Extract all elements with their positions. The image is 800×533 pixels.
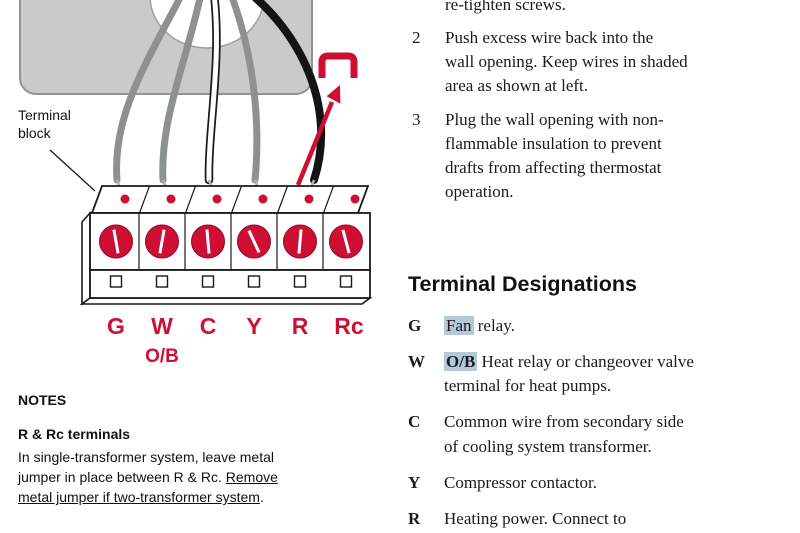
notes-line2: jumper in place between R & Rc. xyxy=(18,469,226,486)
designation-row-r: R Heating power. Connect to xyxy=(408,507,793,531)
wire-gray-1 xyxy=(113,0,183,184)
terminal-screw xyxy=(329,224,363,259)
terminal-block-callout: Terminal block xyxy=(18,106,71,142)
terminal-block-top-face xyxy=(90,185,370,214)
terminal-block-leader-line xyxy=(49,149,96,192)
terminal-block-callout-line2: block xyxy=(18,125,51,142)
terminal-screws xyxy=(99,224,363,259)
terminal-designations-list: G Fan relay. W O/B Heat relay or changeove… xyxy=(408,314,793,533)
designation-row-y: Y Compressor contactor. xyxy=(408,471,793,495)
designation-key: G xyxy=(408,316,422,335)
terminal-letter-r: R xyxy=(292,313,309,339)
designation-row-g: G Fan relay. xyxy=(408,314,793,338)
terminal-letter-c: C xyxy=(200,313,217,339)
notes-heading: NOTES xyxy=(18,392,67,408)
terminal-slot-square xyxy=(293,275,307,288)
terminal-screw xyxy=(283,224,317,259)
terminal-slot-square xyxy=(247,275,261,288)
terminal-hole-dots xyxy=(120,194,360,204)
terminal-screw xyxy=(237,224,271,259)
notes-period: . xyxy=(259,489,264,506)
terminal-letters: G W C Y R Rc O/B xyxy=(107,313,364,367)
highlighted-term: O/B xyxy=(444,352,478,372)
designation-text: Compressor contactor. xyxy=(444,471,597,495)
notes-paragraph: In single-transformer system, leave meta… xyxy=(18,447,358,507)
wire-clip-icon xyxy=(318,52,358,78)
terminal-hole-dot xyxy=(350,194,360,204)
wire-black xyxy=(251,0,326,184)
designation-text: Heating power. Connect to xyxy=(444,507,626,531)
terminal-hole-dot xyxy=(120,194,130,204)
terminal-hole-dot xyxy=(212,194,222,204)
designation-text: Fan relay. xyxy=(444,314,515,338)
terminal-block-lower-strip xyxy=(89,269,371,299)
red-arrow-icon xyxy=(295,85,341,186)
terminal-block xyxy=(79,185,373,306)
designation-text: O/B Heat relay or changeover valve termi… xyxy=(444,350,694,398)
partial-step-text: re-tighten screws. xyxy=(445,0,566,14)
notes-underline-2: metal jumper if two-transformer system xyxy=(18,489,260,506)
wire-gray-2 xyxy=(159,0,204,184)
wire-white xyxy=(206,0,219,183)
terminal-screw xyxy=(145,224,179,259)
designation-row-w: W O/B Heat relay or changeover valve term… xyxy=(408,350,793,398)
terminal-slot-square xyxy=(339,275,353,288)
terminal-letter-g: G xyxy=(107,313,125,339)
terminal-slot-square xyxy=(109,275,123,288)
terminal-screw xyxy=(99,224,133,259)
top-face-dividers xyxy=(138,185,335,214)
terminal-slot-squares xyxy=(109,275,353,288)
terminal-letter-w: W xyxy=(151,313,173,339)
step-number: 2 xyxy=(412,28,421,47)
step-number: 3 xyxy=(412,110,421,129)
terminal-letter-rc: Rc xyxy=(334,313,364,339)
terminal-hole-dot xyxy=(166,194,176,204)
terminal-letter-y: Y xyxy=(246,313,261,339)
terminal-hole-dot xyxy=(258,194,268,204)
designation-rest: Common wire from secondary side of cooli… xyxy=(444,412,684,456)
designation-rest: relay. xyxy=(473,316,515,335)
step-2: 2 Push excess wire back into the wall op… xyxy=(412,26,762,98)
terminal-slot-square xyxy=(155,275,169,288)
terminal-slot-square xyxy=(201,275,215,288)
designation-rest: Heat relay or changeover valve terminal … xyxy=(444,352,694,396)
terminal-screw xyxy=(191,224,225,259)
wiring-diagram: G W C Y R Rc O/B xyxy=(19,0,373,367)
terminal-designations-heading: Terminal Designations xyxy=(408,272,637,296)
designation-key: C xyxy=(408,412,421,432)
wire-gray-3 xyxy=(229,0,261,184)
step-text: Plug the wall opening with non- flammabl… xyxy=(445,110,664,202)
designation-key: Y xyxy=(408,472,421,492)
terminal-block-left-face xyxy=(81,210,91,306)
highlighted-term: Fan xyxy=(444,316,474,335)
designation-text: Common wire from secondary side of cooli… xyxy=(444,410,684,458)
step-3: 3 Plug the wall opening with non- flamma… xyxy=(412,108,762,205)
front-face-dividers xyxy=(138,213,324,270)
notes-section: NOTES R & Rc terminals In single-transfo… xyxy=(18,392,358,507)
designation-key: W xyxy=(408,352,425,372)
notes-subheading: R & Rc terminals xyxy=(18,426,131,442)
notes-underline-1: Remove xyxy=(225,469,278,486)
step-text: Push excess wire back into the wall open… xyxy=(445,28,688,96)
terminal-hole-dot xyxy=(304,194,314,204)
designation-row-c: C Common wire from secondary side of cool… xyxy=(408,410,793,458)
terminal-block-callout-line1: Terminal xyxy=(18,107,71,123)
ob-label: O/B xyxy=(145,346,179,367)
designation-rest: Compressor contactor. xyxy=(444,472,597,492)
notes-line1: In single-transformer system, leave meta… xyxy=(18,449,274,465)
designation-rest: Heating power. Connect to xyxy=(444,508,627,528)
designation-key: R xyxy=(408,508,421,528)
